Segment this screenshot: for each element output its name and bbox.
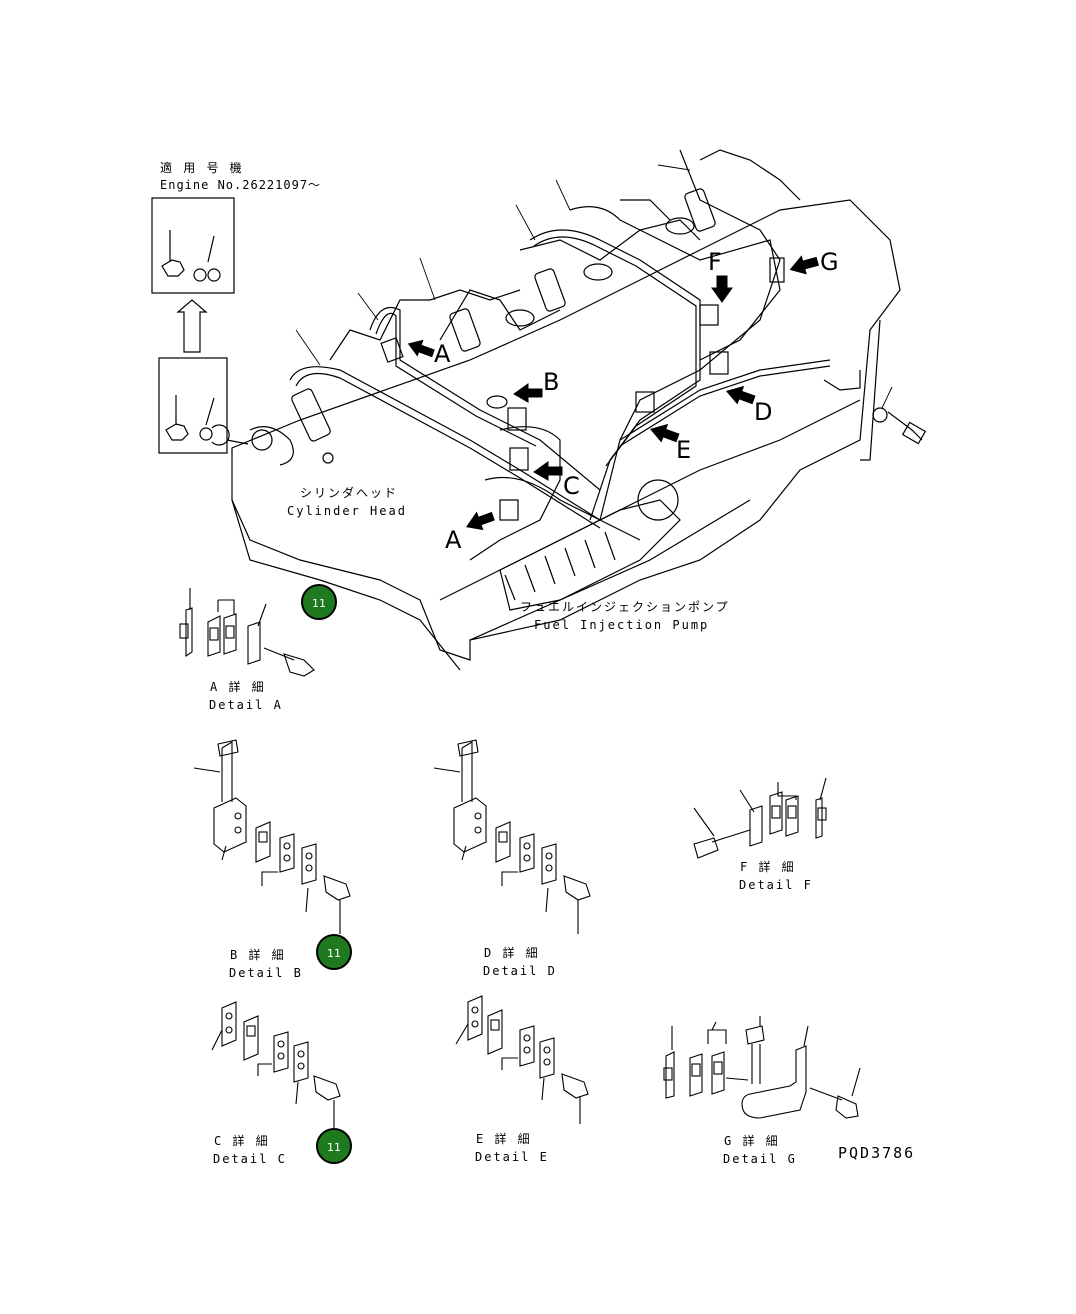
drawing-code: PQD3786	[838, 1144, 916, 1162]
arrow-group	[407, 255, 819, 531]
detail-e-jp: E 詳 細	[476, 1132, 532, 1146]
detail-c-jp: C 詳 細	[214, 1134, 270, 1148]
engine-drawing	[231, 149, 927, 671]
arrow-letter-b: B	[543, 368, 560, 396]
arrow-f	[711, 275, 733, 303]
detail-f-parts	[693, 777, 827, 859]
detail-f-en: Detail F	[739, 878, 813, 892]
arrow-a-lower	[465, 511, 495, 531]
cylinder-head-label-jp: シリンダヘッド	[300, 486, 399, 500]
part-badge-b[interactable]: 11	[316, 934, 352, 970]
part-badge-a[interactable]: 11	[301, 584, 337, 620]
detail-g-parts	[663, 1016, 861, 1119]
old-part-box	[158, 357, 228, 454]
arrow-letter-f: F	[708, 248, 722, 276]
upgrade-arrow-icon	[176, 299, 208, 353]
engine-number-inset	[151, 197, 249, 454]
pump-label-en: Fuel Injection Pump	[534, 618, 710, 632]
leader-lines	[295, 164, 893, 409]
detail-g-en: Detail G	[723, 1152, 797, 1166]
detail-g-jp: G 詳 細	[724, 1134, 780, 1148]
detail-d-parts	[433, 739, 591, 934]
cylinder-head-label-en: Cylinder Head	[287, 504, 407, 518]
arrow-letter-a-lower: A	[445, 526, 462, 554]
detail-f-jp: F 詳 細	[740, 860, 796, 874]
part-badge-c[interactable]: 11	[316, 1128, 352, 1164]
engine-note-en: Engine No.26221097～	[160, 178, 322, 192]
detail-a-en: Detail A	[209, 698, 283, 712]
arrow-d	[725, 385, 756, 405]
detail-e-parts	[455, 995, 589, 1124]
detail-b-en: Detail B	[229, 966, 303, 980]
detail-d-jp: D 詳 細	[484, 946, 540, 960]
detail-c-en: Detail C	[213, 1152, 287, 1166]
detail-b-jp: B 詳 細	[230, 948, 286, 962]
arrow-b	[513, 383, 543, 403]
detail-a-parts	[179, 588, 315, 677]
arrow-letter-g: G	[820, 248, 839, 276]
arrow-letter-e: E	[676, 436, 692, 464]
detail-d-en: Detail D	[483, 964, 557, 978]
detail-c-parts	[211, 1001, 341, 1128]
arrow-letter-d: D	[754, 398, 773, 426]
detail-e-en: Detail E	[475, 1150, 549, 1164]
detail-a-jp: A 詳 細	[210, 680, 266, 694]
arrow-e	[649, 423, 680, 443]
new-part-box	[151, 197, 235, 294]
arrow-letter-a-upper: A	[434, 340, 451, 368]
arrow-letter-c: C	[563, 472, 580, 500]
pump-label-jp: フュエルインジェクションポンプ	[520, 600, 730, 614]
arrow-g	[789, 255, 819, 275]
detail-b-parts	[193, 739, 351, 934]
arrow-a-upper	[407, 339, 435, 358]
arrow-c	[533, 461, 563, 481]
engine-note-jp: 適 用 号 機	[160, 161, 244, 175]
